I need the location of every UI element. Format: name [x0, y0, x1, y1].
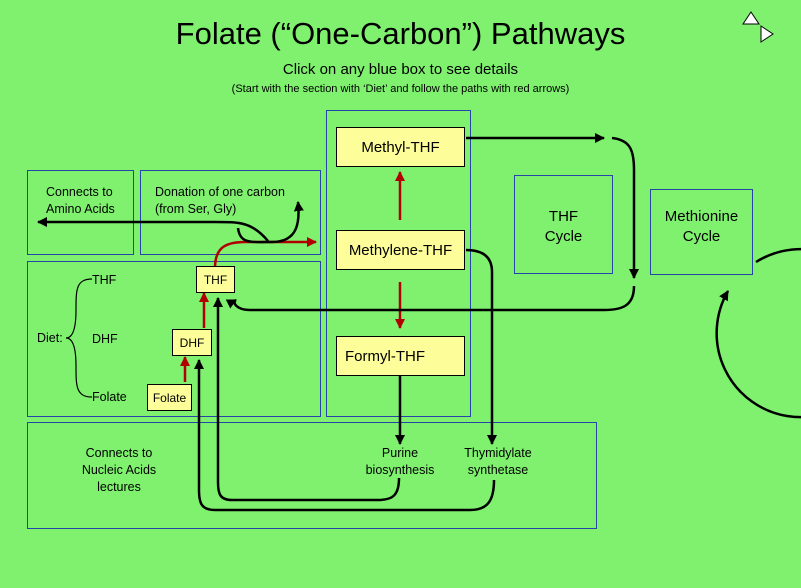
folate-compound-box[interactable]: Folate [147, 384, 192, 411]
amino-acids-box[interactable] [27, 170, 134, 255]
thymidylate-return-arrow [194, 359, 496, 512]
instruction-text: Click on any blue box to see details [282, 61, 519, 78]
triangle-right-icon [760, 25, 774, 43]
thf-to-methylene-arrow [213, 237, 317, 269]
donation-box[interactable] [140, 170, 321, 255]
purine-label: Purine biosynthesis [365, 446, 435, 477]
triangle-up-icon [742, 11, 760, 25]
methionine-cycle-box[interactable] [650, 189, 753, 275]
thf-return-arrow [225, 285, 636, 312]
thf-cycle-label: THF Cycle [544, 208, 583, 245]
methylene-thf-box[interactable]: Methylene-THF [336, 230, 465, 270]
methylene-to-thymidylate-arrow [465, 248, 497, 445]
dhf-compound-box[interactable]: DHF [172, 329, 212, 356]
donation-curve [236, 201, 304, 244]
amino-acids-label: Connects to Amino Acids [46, 185, 115, 216]
next-slide-button[interactable] [759, 24, 775, 44]
donation-label: Donation of one carbon (from Ser, Gly) [155, 185, 285, 216]
thf-cycle-down-arrow [611, 136, 639, 279]
methionine-cycle-label: Methionine Cycle [664, 208, 739, 245]
amino-acids-arrow [37, 217, 269, 242]
nucleic-acids-box[interactable] [27, 422, 597, 529]
purine-return-arrow [213, 297, 401, 502]
previous-slide-button[interactable] [741, 10, 761, 26]
central-pathway-box[interactable] [326, 110, 471, 417]
diet-label: Diet: [37, 331, 63, 345]
diet-item-dhf: DHF [92, 332, 118, 346]
page-title: Folate (“One-Carbon”) Pathways [175, 16, 626, 51]
diet-box[interactable] [27, 261, 321, 417]
thf-compound-box[interactable]: THF [196, 266, 235, 293]
nucleic-acids-label: Connects to Nucleic Acids lectures [81, 446, 157, 494]
thf-cycle-box[interactable] [514, 175, 613, 274]
diet-item-thf: THF [92, 273, 117, 287]
diet-item-folate: Folate [92, 390, 127, 404]
formyl-thf-box[interactable]: Formyl-THF [336, 336, 465, 376]
diet-brace [65, 278, 93, 398]
methyl-thf-box[interactable]: Methyl-THF [336, 127, 465, 167]
thymidylate-label: Thymidylate synthetase [464, 446, 532, 477]
hint-text: (Start with the section with ‘Diet’ and … [231, 83, 570, 95]
methionine-cycle-circle [715, 247, 801, 419]
